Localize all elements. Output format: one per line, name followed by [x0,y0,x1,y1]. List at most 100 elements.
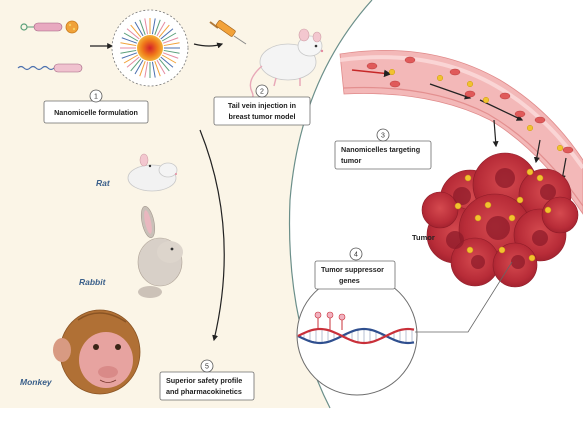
gene-markers [314,311,346,330]
nanoparticle [498,246,506,254]
blood-vessel [339,50,583,215]
nanoparticle [464,174,472,182]
tumor-cell [541,196,579,234]
nanoparticle [526,168,534,176]
tumor-cell [421,191,459,229]
step-4-number-badge: 4 [349,247,363,261]
micelle-chain [154,19,161,36]
step-5-number-badge: 5 [200,359,214,373]
nanoparticle [536,174,544,182]
svg-text:3: 3 [381,133,385,140]
micelle-chain [126,28,140,40]
step-2-label-line-2: breast tumor model [228,112,295,121]
micelle-chain [154,60,161,77]
micelle-chain [126,56,140,68]
micelle-chain [160,56,174,68]
dna-helix [297,327,415,345]
monkey-illustration [53,309,141,395]
micelle-chain [158,24,170,38]
micelle-chain [139,19,146,36]
step-1-number-badge: 1 [89,89,103,103]
svg-text:5: 5 [205,364,209,371]
tumor-nucleus [453,187,471,205]
nanoparticle [466,246,474,254]
micelle-chain [130,58,142,72]
micelle-chain [123,54,139,64]
step-3-label-line-1: Nanomicelles targeting [341,145,420,154]
micelle-chain [163,49,180,54]
species-label-rat: Rat [96,178,111,188]
tumor-nucleus [495,168,515,188]
syringe-icon [209,20,247,45]
red-blood-cell [366,62,378,70]
step-2-box: Tail vein injection in breast tumor mode… [213,96,311,126]
red-blood-cell [389,80,401,88]
rat-illustration [127,153,178,192]
micelle-chain [151,61,156,78]
micelle-chain [139,60,146,77]
micelle-chain [161,32,177,42]
red-blood-cells [366,56,574,154]
lipid-polymer-icon [20,20,79,34]
step-1-box: Nanomicelle formulation [43,100,149,124]
nanoparticle [526,124,534,132]
nanoparticle [484,201,492,209]
nanoparticle [388,68,396,76]
red-blood-cell [562,146,574,154]
step-3-box: Nanomicelles targeting tumor [334,140,432,170]
nanoparticle [508,214,516,222]
step-5-box: Superior safety profile and pharmacokine… [159,371,255,401]
micelle-chain [120,49,137,54]
nanoparticle [436,74,444,82]
step-2-number-badge: 2 [255,84,269,98]
peg-chain-icon [17,63,83,73]
micelle-chain [158,58,170,72]
nanomicelle-illustration [111,9,189,87]
micelle-chain [162,52,179,59]
species-label-rabbit: Rabbit [79,277,107,287]
tumor-nucleus [486,216,510,240]
micelle-chain [134,59,144,75]
micelle-chain [161,54,177,64]
red-blood-cell [404,56,416,64]
step-3-label-line-2: tumor [341,156,362,165]
nanoparticle [454,202,462,210]
nanoparticle [466,80,474,88]
micelle-chain [156,21,166,37]
nanoparticle [482,96,490,104]
red-blood-cell [534,116,546,124]
nanoparticle [474,214,482,222]
step-4-label-line-1: Tumor suppressor [321,265,384,274]
micelle-chain [123,32,139,42]
red-blood-cell [514,110,526,118]
micelle-chain [163,42,180,47]
svg-text:4: 4 [354,252,358,259]
svg-text:2: 2 [260,89,264,96]
dna-zoom-circle [296,274,418,396]
micelle-chain [151,18,156,35]
red-blood-cell [464,90,476,98]
circulating-nanoparticles [388,68,564,152]
arrow-extravasation-2 [533,139,541,164]
arrow-to-mouse [193,42,224,49]
tumor-label: Tumor [412,233,435,242]
tumor-nucleus [532,230,548,246]
red-blood-cell [449,68,461,76]
micelle-chain [144,61,149,78]
nanoparticle [556,144,564,152]
zoom-connector-line [415,261,513,333]
micelle-chain [144,18,149,35]
micelle-chain [160,28,174,40]
micelle-chain [156,59,166,75]
micelle-chain [130,24,142,38]
micelle-chain [162,37,179,44]
tumor-illustration [421,152,579,288]
arrow-extravasation-1 [492,119,499,148]
step-5-label-line-2: and pharmacokinetics [166,387,242,396]
tumor-nucleus [446,231,464,249]
nanoparticle [528,254,536,262]
step-5-label-line-1: Superior safety profile [166,376,242,385]
micelle-chain [120,42,137,47]
micelle-chain [121,37,138,44]
